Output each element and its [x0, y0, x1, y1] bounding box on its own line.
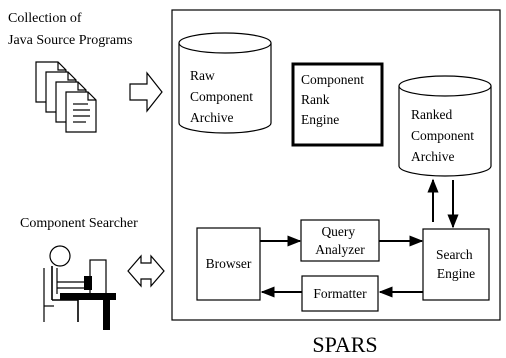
browser-box: Browser	[196, 227, 261, 301]
interaction-block-arrow	[127, 254, 165, 288]
browser-label: Browser	[206, 256, 252, 271]
source-documents-icon	[35, 61, 97, 133]
searcher-label: Component Searcher	[20, 216, 138, 231]
search-engine-box: Search Engine	[422, 228, 490, 301]
formatter-label: Formatter	[313, 286, 367, 301]
component-searcher-icon	[43, 245, 116, 330]
raw-component-archive: Raw Component Archive	[178, 32, 272, 134]
ranked-component-archive: Ranked Component Archive	[398, 75, 492, 177]
ranked-archive-label: Ranked Component Archive	[411, 107, 477, 164]
collection-label: Collection of Java Source Programs	[8, 11, 132, 48]
system-name: SPARS	[312, 332, 377, 357]
query-analyzer-box: Query Analyzer	[300, 219, 380, 262]
connector-arrows	[260, 178, 459, 298]
formatter-box: Formatter	[301, 275, 379, 312]
spars-system-frame	[171, 9, 501, 321]
component-rank-engine: Component Rank Engine	[291, 62, 384, 147]
search-engine-label: Search Engine	[436, 247, 476, 281]
raw-archive-label: Raw Component Archive	[190, 68, 256, 125]
input-block-arrow	[129, 71, 163, 113]
rank-engine-label: Component Rank Engine	[301, 72, 367, 127]
query-analyzer-label: Query Analyzer	[315, 224, 365, 257]
